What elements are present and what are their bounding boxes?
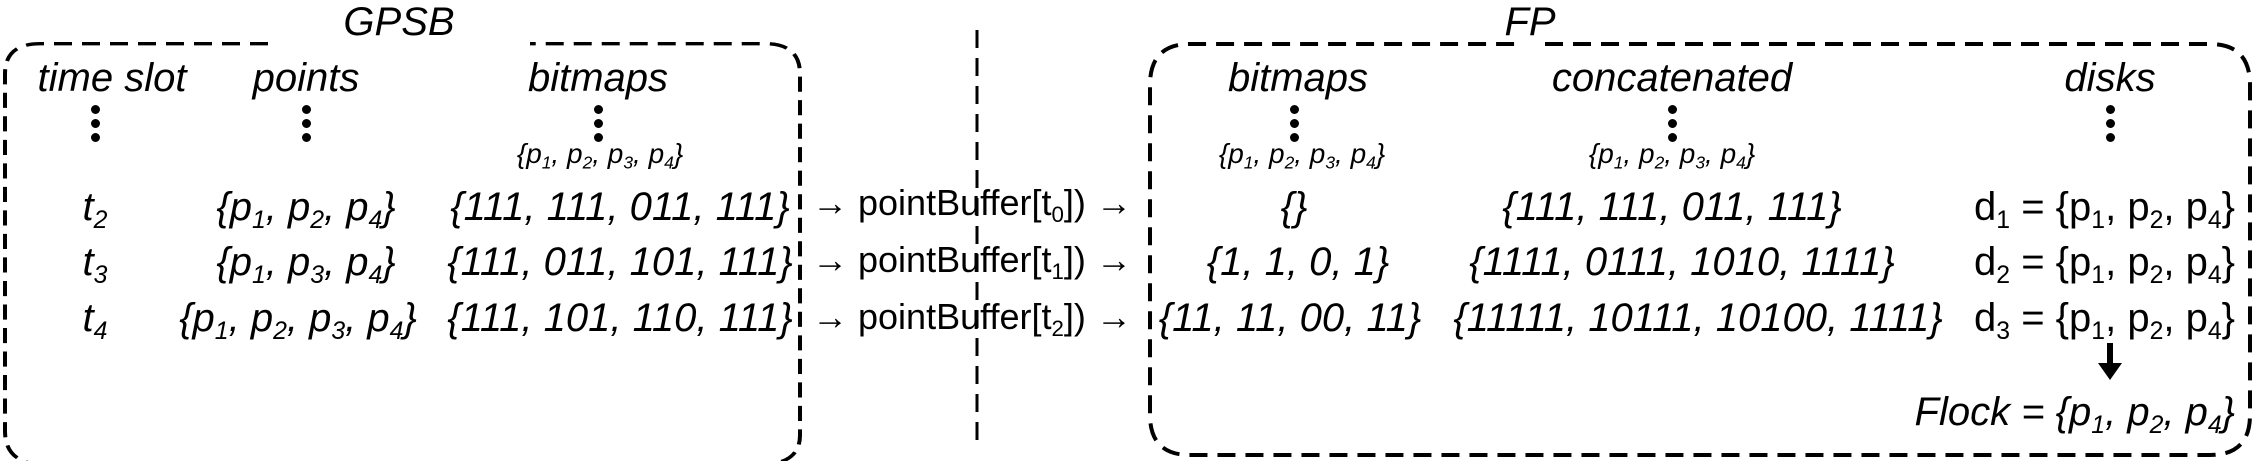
fp-ellipsis-concatenated bbox=[1667, 105, 1677, 147]
gpsb-ellipsis-time bbox=[90, 105, 100, 147]
gpsb-row-t2-points: {p1, p2, p4} bbox=[216, 185, 396, 234]
fp-box bbox=[1148, 42, 2252, 457]
gpsb-bitmap-order: {p1, p2, p3, p4} bbox=[516, 138, 684, 173]
gpsb-row-t3-bitmaps: {111, 011, 101, 111} bbox=[447, 240, 793, 284]
fp-row3-disk: d3 = {p1, p2, p4} bbox=[1974, 296, 2235, 345]
fp-row3-concatenated: {11111, 10111, 10100, 1111} bbox=[1453, 296, 1943, 340]
gpsb-header-points: points bbox=[252, 56, 360, 100]
fp-row2-concatenated: {1111, 0111, 1010, 1111} bbox=[1469, 240, 1895, 284]
gpsb-row-t3-time: t3 bbox=[82, 240, 108, 289]
gpsb-header-bitmaps: bitmaps bbox=[527, 56, 669, 100]
fp-row1-concatenated: {111, 111, 011, 111} bbox=[1502, 185, 1842, 229]
transfer-arrow-t2: → pointBuffer[t2]) → bbox=[812, 296, 1132, 342]
gpsb-row-t2-time: t2 bbox=[82, 185, 108, 234]
transfer-arrow-t1: → pointBuffer[t1]) → bbox=[812, 239, 1132, 285]
gpsb-ellipsis-bitmaps bbox=[593, 105, 603, 147]
gpsb-ellipsis-points bbox=[301, 105, 311, 147]
fp-ellipsis-disks bbox=[2105, 105, 2115, 147]
fp-row1-bitmaps: {} bbox=[1280, 185, 1308, 229]
gpsb-row-t4-points: {p1, p2, p3, p4} bbox=[179, 296, 417, 345]
gpsb-row-t2-bitmaps: {111, 111, 011, 111} bbox=[450, 185, 790, 229]
fp-row3-bitmaps: {11, 11, 00, 11} bbox=[1158, 296, 1422, 340]
fp-row2-bitmaps: {1, 1, 0, 1} bbox=[1206, 240, 1390, 284]
fp-bitmap-order: {p1, p2, p3, p4} bbox=[1218, 138, 1386, 173]
fp-header-concatenated: concatenated bbox=[1551, 56, 1793, 100]
gpsb-title: GPSB bbox=[343, 0, 455, 44]
gpsb-row-t4-time: t4 bbox=[82, 296, 108, 345]
gpsb-row-t4-bitmaps: {111, 101, 110, 111} bbox=[447, 296, 793, 340]
fp-row2-disk: d2 = {p1, p2, p4} bbox=[1974, 240, 2235, 289]
fp-concat-order: {p1, p2, p3, p4} bbox=[1588, 138, 1756, 173]
fp-ellipsis-bitmaps bbox=[1289, 105, 1299, 147]
flock-result: Flock = {p1, p2, p4} bbox=[1914, 390, 2235, 439]
transfer-arrow-t0: → pointBuffer[t0]) → bbox=[812, 182, 1132, 228]
gpsb-box bbox=[3, 42, 802, 461]
fp-title: FP bbox=[1504, 0, 1556, 44]
fp-header-bitmaps: bitmaps bbox=[1227, 56, 1369, 100]
down-arrow-head bbox=[2098, 363, 2122, 380]
fp-header-disks: disks bbox=[2064, 56, 2156, 100]
gpsb-header-time-slot: time slot bbox=[37, 56, 187, 100]
fp-row1-disk: d1 = {p1, p2, p4} bbox=[1974, 185, 2235, 234]
gpsb-row-t3-points: {p1, p3, p4} bbox=[216, 240, 396, 289]
